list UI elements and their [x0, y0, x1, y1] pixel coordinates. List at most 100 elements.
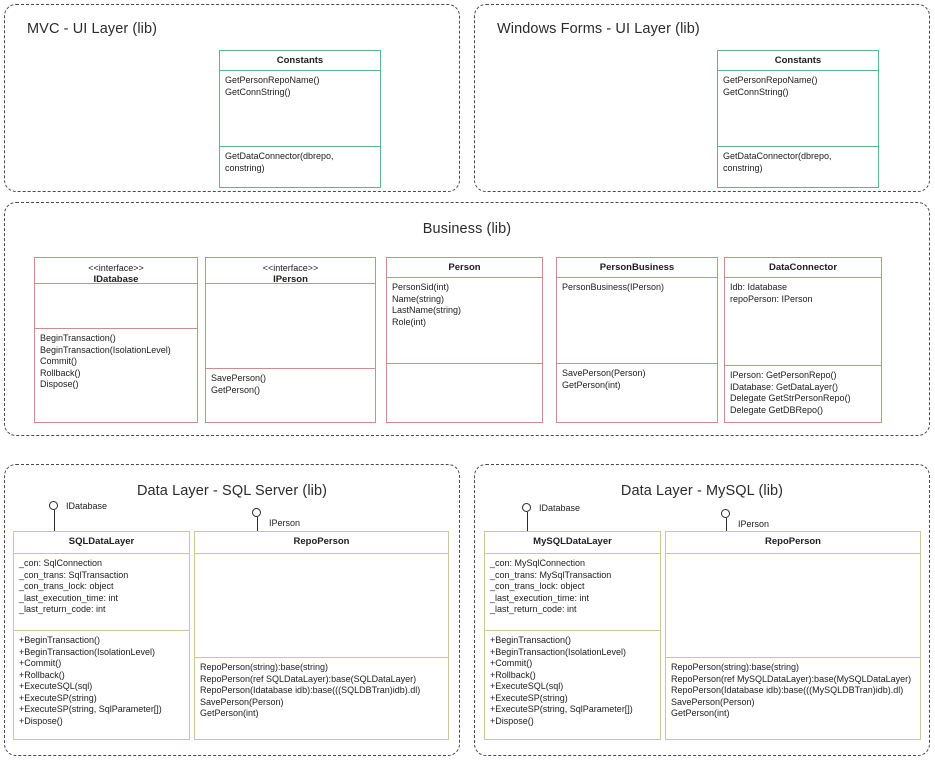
operation-row: RepoPerson(ref MySQLDataLayer):base(MySQ… [671, 673, 912, 684]
class-box-sqldatalayer[interactable]: SQLDataLayer _con: SqlConnection _con_tr… [13, 531, 190, 740]
operation-row: Delegate GetDBRepo() [730, 404, 824, 415]
class-attributes-constants-mvc: GetPersonRepoName() GetConnString() [220, 71, 380, 146]
class-operations-person [387, 363, 542, 422]
class-box-idatabase[interactable]: <<interface>> IDatabase BeginTransaction… [34, 257, 198, 423]
operation-row: +ExecuteSP(string, SqlParameter[]) [490, 704, 633, 714]
class-attributes-iperson [206, 284, 375, 368]
package-business[interactable]: Business (lib) <<interface>> IDatabase B… [4, 202, 930, 436]
attribute-row: _last_execution_time: int [490, 592, 590, 603]
class-box-constants-mvc[interactable]: Constants GetPersonRepoName() GetConnStr… [219, 50, 381, 188]
interface-stem [257, 517, 259, 539]
class-box-dataconnector[interactable]: DataConnector Idb: Idatabase repoPerson:… [724, 257, 882, 423]
operation-row: Rollback() [40, 367, 81, 378]
class-operations-constants-mvc: GetDataConnector(dbrepo, constring) [220, 146, 380, 187]
operation-row: +Rollback() [490, 669, 536, 680]
operation-row: +Commit() [19, 658, 62, 668]
lollipop-label: IDatabase [539, 503, 581, 513]
attribute-row: GetConnString() [225, 86, 291, 97]
class-operations-constants-winforms: GetDataConnector(dbrepo, constring) [718, 146, 878, 187]
class-name-mysqldatalayer: MySQLDataLayer [485, 532, 660, 554]
package-title-winforms: Windows Forms - UI Layer (lib) [497, 21, 700, 37]
operation-row: RepoPerson(string):base(string) [200, 662, 329, 672]
attribute-row: Name(string) [392, 293, 445, 304]
operation-row: +ExecuteSQL(sql) [19, 681, 93, 691]
interface-ball-icon [49, 501, 58, 510]
attribute-row: _con: SqlConnection [19, 558, 103, 568]
operation-row: RepoPerson(ref SQLDataLayer):base(SQLDat… [200, 673, 417, 684]
class-box-constants-winforms[interactable]: Constants GetPersonRepoName() GetConnStr… [717, 50, 879, 188]
package-title-datalayer-sql: Data Layer - SQL Server (lib) [136, 483, 328, 499]
operation-row: +Dispose() [19, 715, 63, 726]
attribute-row: _con_trans_lock: object [490, 581, 585, 591]
interface-stem [54, 510, 56, 532]
operation-row: GetPerson(int) [562, 379, 621, 390]
class-name-repoperson-mysql: RepoPerson [666, 532, 920, 554]
attribute-row: Role(int) [392, 316, 427, 327]
operation-row: BeginTransaction(IsolationLevel) [40, 344, 171, 355]
interface-ball-icon [721, 509, 730, 518]
operation-row: +Rollback() [19, 669, 65, 680]
attribute-row: LastName(string) [392, 305, 462, 315]
package-title-mvc: MVC - UI Layer (lib) [27, 21, 158, 37]
attribute-row: _last_return_code: int [19, 604, 106, 614]
operation-row: SavePerson(Person) [562, 368, 646, 378]
class-box-repoperson-mysql[interactable]: RepoPerson RepoPerson(string):base(strin… [665, 531, 921, 740]
class-name-dataconnector: DataConnector [725, 258, 881, 278]
class-attributes-idatabase [35, 284, 197, 328]
class-operations-repoperson-mysql: RepoPerson(string):base(string) RepoPers… [666, 657, 920, 741]
operation-row: +ExecuteSQL(sql) [490, 681, 564, 691]
package-datalayer-sqlserver[interactable]: Data Layer - SQL Server (lib) IDatabase … [4, 464, 460, 756]
class-operations-dataconnector: IPerson: GetPersonRepo() IDatabase: GetD… [725, 365, 881, 422]
class-name-constants-winforms: Constants [718, 51, 878, 71]
class-operations-mysqldatalayer: +BeginTransaction() +BeginTransaction(Is… [485, 630, 660, 741]
class-name-constants-mvc: Constants [220, 51, 380, 71]
class-name-person: Person [387, 258, 542, 278]
operation-row: IDatabase: GetDataLayer() [730, 381, 839, 392]
operation-row: RepoPerson(Idatabase idb):base(((SQLDBTr… [200, 685, 421, 695]
attribute-row: GetPersonRepoName() [723, 75, 818, 85]
package-datalayer-mysql[interactable]: Data Layer - MySQL (lib) IDatabase IPers… [474, 464, 930, 756]
class-operations-sqldatalayer: +BeginTransaction() +BeginTransaction(Is… [14, 630, 189, 741]
attribute-row: GetConnString() [723, 86, 789, 97]
attribute-row: Idb: Idatabase [730, 282, 788, 292]
operation-row: +BeginTransaction() [490, 635, 571, 645]
operation-row: GetPerson(int) [200, 708, 259, 718]
class-attributes-sqldatalayer: _con: SqlConnection _con_trans: SqlTrans… [14, 554, 189, 630]
class-name-iperson: <<interface>> IPerson [206, 258, 375, 285]
interface-stem [527, 512, 529, 534]
class-title-iperson: IPerson [273, 274, 308, 285]
package-winforms-ui-layer[interactable]: Windows Forms - UI Layer (lib) Constants… [474, 4, 930, 192]
class-box-repoperson-sql[interactable]: RepoPerson RepoPerson(string):base(strin… [194, 531, 449, 740]
class-attributes-person: PersonSid(int) Name(string) LastName(str… [387, 278, 542, 363]
class-box-iperson[interactable]: <<interface>> IPerson SavePerson() GetPe… [205, 257, 376, 423]
attribute-row: _last_return_code: int [490, 604, 577, 614]
operation-row: GetDataConnector(dbrepo, [723, 151, 832, 161]
operation-row: +BeginTransaction(IsolationLevel) [490, 646, 626, 657]
class-title-idatabase: IDatabase [93, 274, 139, 285]
operation-row: +Dispose() [490, 715, 534, 726]
attribute-row: _con_trans: MySqlTransaction [490, 569, 612, 580]
operation-row: GetPerson(int) [671, 708, 730, 718]
operation-row: constring) [225, 162, 265, 173]
operation-row: +ExecuteSP(string, SqlParameter[]) [19, 704, 162, 714]
class-name-idatabase: <<interface>> IDatabase [35, 258, 197, 285]
operation-row: +BeginTransaction() [19, 635, 100, 645]
class-attributes-repoperson-sql [195, 554, 448, 657]
class-operations-iperson: SavePerson() GetPerson() [206, 368, 375, 422]
class-attributes-mysqldatalayer: _con: MySqlConnection _con_trans: MySqlT… [485, 554, 660, 630]
operation-row: Delegate GetStrPersonRepo() [730, 393, 851, 403]
operation-row: Commit() [40, 356, 77, 366]
class-box-mysqldatalayer[interactable]: MySQLDataLayer _con: MySqlConnection _co… [484, 531, 661, 740]
class-name-personbusiness: PersonBusiness [557, 258, 717, 278]
class-name-repoperson-sql: RepoPerson [195, 532, 448, 554]
class-operations-idatabase: BeginTransaction() BeginTransaction(Isol… [35, 328, 197, 422]
class-box-person[interactable]: Person PersonSid(int) Name(string) LastN… [386, 257, 543, 423]
lollipop-label: IPerson [738, 519, 770, 529]
operation-row: GetPerson() [211, 384, 261, 395]
attribute-row: _con: MySqlConnection [490, 558, 586, 568]
class-box-personbusiness[interactable]: PersonBusiness PersonBusiness(IPerson) S… [556, 257, 718, 423]
package-mvc-ui-layer[interactable]: MVC - UI Layer (lib) Constants GetPerson… [4, 4, 460, 192]
interface-ball-icon [522, 503, 531, 512]
class-stereotype-iperson: <<interface>> [262, 263, 319, 273]
class-name-sqldatalayer: SQLDataLayer [14, 532, 189, 554]
